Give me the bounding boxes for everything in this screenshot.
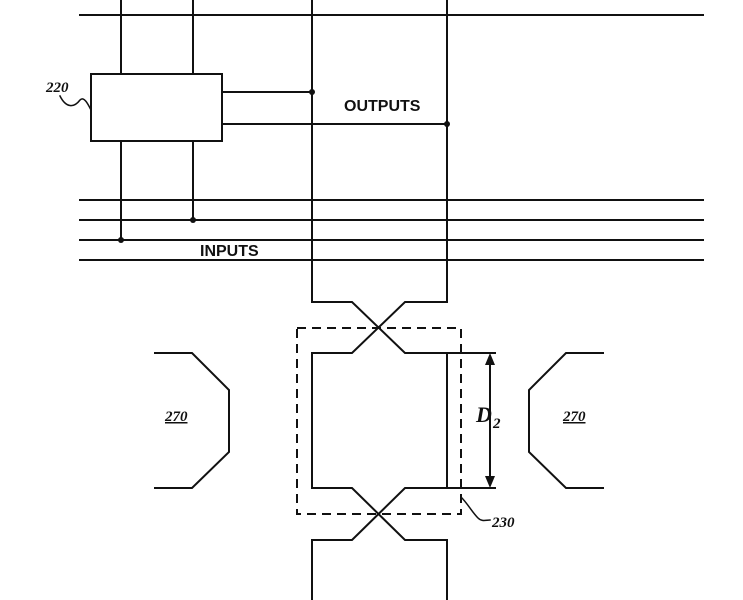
input-junction-right bbox=[190, 217, 196, 223]
dashed-region-230 bbox=[297, 328, 461, 514]
dimension-subscript: 2 bbox=[492, 416, 501, 432]
dimension-label: D bbox=[475, 402, 492, 427]
pad-right-ref-label: 270 bbox=[562, 409, 586, 425]
lower-conductor bbox=[312, 0, 447, 600]
outputs-label: OUTPUTS bbox=[344, 98, 421, 115]
leader-230 bbox=[461, 497, 490, 521]
pad-left-ref-label: 270 bbox=[164, 409, 188, 425]
dimension-arrow-bottom bbox=[485, 476, 495, 488]
block-ref-label: 220 bbox=[45, 80, 69, 96]
leader-220 bbox=[60, 96, 91, 110]
upper-conductor bbox=[312, 0, 447, 600]
inputs-label: INPUTS bbox=[200, 243, 259, 260]
dashed-region-ref-label: 230 bbox=[491, 515, 515, 531]
dimension-arrow-top bbox=[485, 353, 495, 365]
block-220 bbox=[91, 74, 222, 141]
input-junction-left bbox=[118, 237, 124, 243]
